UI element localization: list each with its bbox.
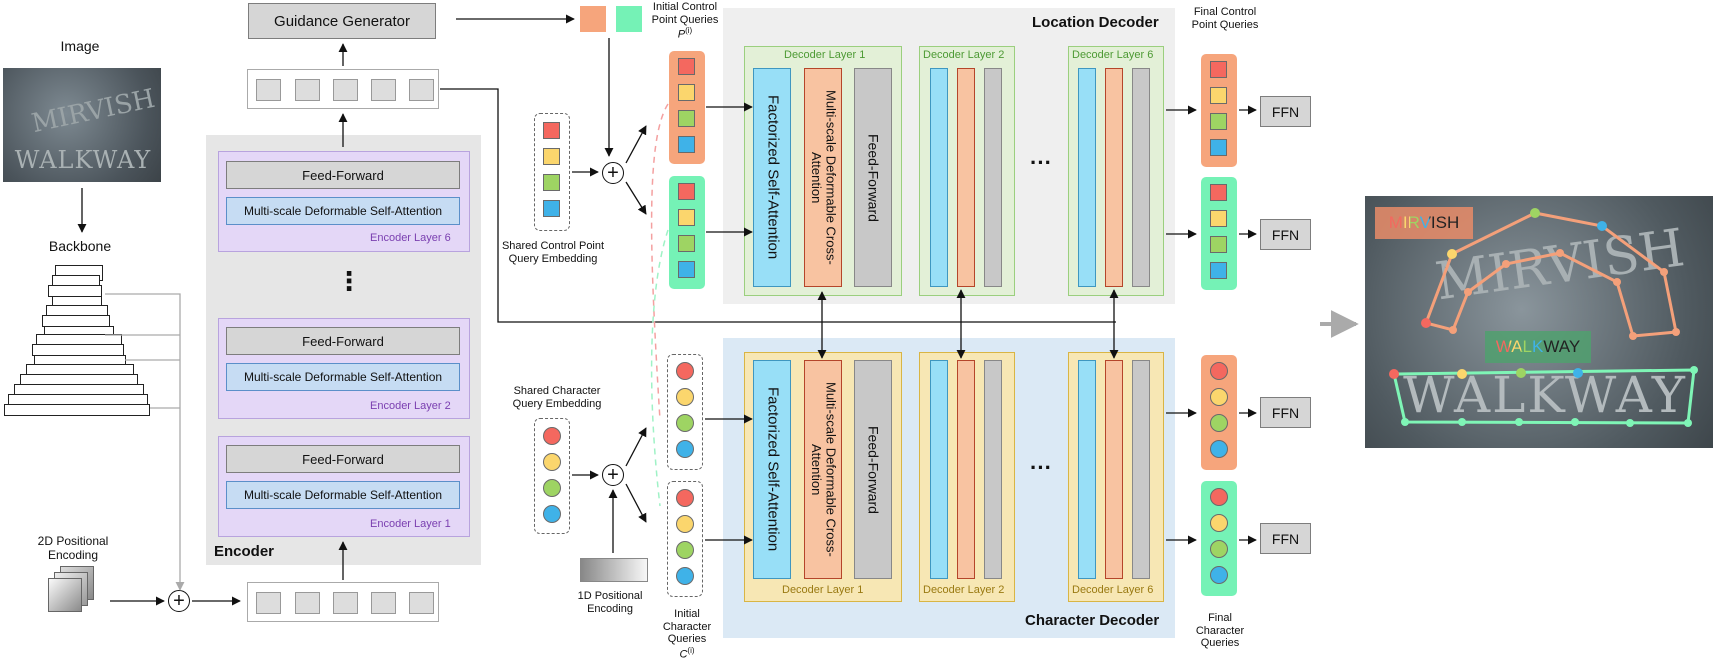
loc-layer1-fsa xyxy=(753,68,791,287)
encoder-layer-1-ff: Feed-Forward xyxy=(226,445,460,473)
result-image: MIRVISH WALKWAY MIRVISH WALKWAY xyxy=(1365,196,1713,448)
loc-layer1-msdca xyxy=(804,68,842,287)
ffn-1: FFN xyxy=(1260,96,1311,127)
encoder-layer-2-label: Encoder Layer 2 xyxy=(370,400,451,412)
ffn-3: FFN xyxy=(1260,397,1311,428)
encoder-layer-1-attn: Multi-scale Deformable Self-Attention xyxy=(226,481,460,509)
encoder-input-tokens xyxy=(247,582,439,622)
init-char-label-text: Initial Character Queries xyxy=(662,608,712,646)
init-control-label-text: Initial Control Point Queries xyxy=(651,1,719,26)
image-label: Image xyxy=(60,38,100,54)
char-layer1-msdca-text: Multi-scale Deformable Cross-Attention xyxy=(809,382,839,557)
result-annotations xyxy=(1389,208,1698,427)
shared-control-label: Shared Control Point Query Embedding xyxy=(501,240,605,265)
char-decoder-dots: ··· xyxy=(1030,455,1052,480)
result-bg-text-bottom: WALKWAY xyxy=(1403,366,1687,424)
char-decoder-layer-1-label: Decoder Layer 1 xyxy=(782,584,864,596)
add-symbol-char: + xyxy=(602,464,624,486)
init-control-label: Initial Control Point Queries P(i) xyxy=(645,1,725,42)
result-word2: WALKWAY xyxy=(1495,337,1581,356)
char-layer1-fsa-text: Factorized Self-Attention xyxy=(764,387,782,552)
init-char-symbol: C xyxy=(679,648,688,661)
loc-layer1-fsa-text: Factorized Self-Attention xyxy=(764,95,782,260)
init-char-label: Initial Character Queries C(i) xyxy=(660,608,714,661)
loc-layer1-msdca-text: Multi-scale Deformable Cross-Attention xyxy=(809,90,839,265)
final-control-label: Final Control Point Queries xyxy=(1191,6,1259,31)
input-image: MIRVISH WALKWAY xyxy=(3,68,161,182)
encoder-layer-6-label: Encoder Layer 6 xyxy=(370,232,451,244)
char-query-group-2 xyxy=(667,481,703,597)
encoder-layer-2-attn: Multi-scale Deformable Self-Attention xyxy=(226,363,460,391)
pos-enc-1d-icon xyxy=(580,558,648,582)
guidance-generator: Guidance Generator xyxy=(248,3,436,39)
encoder-title: Encoder xyxy=(214,543,275,560)
init-control-sup: (i) xyxy=(685,26,693,36)
ffn-2: FFN xyxy=(1260,219,1311,250)
ffn-4: FFN xyxy=(1260,523,1311,554)
char-layer1-msdca xyxy=(804,360,842,579)
char-layer1-ff-text: Feed-Forward xyxy=(865,425,882,514)
encoder-layer-6-attn: Multi-scale Deformable Self-Attention xyxy=(226,197,460,225)
encoder-ellipsis: ⋮ xyxy=(336,266,362,296)
add-symbol-control: + xyxy=(602,162,624,184)
char-decoder-layer-2-label: Decoder Layer 2 xyxy=(923,584,1005,596)
result-label-walkway: WALKWAY xyxy=(1485,331,1591,363)
final-char-label: Final Character Queries xyxy=(1195,612,1245,650)
loc-layer1-ff-text: Feed-Forward xyxy=(865,133,882,222)
loc-decoder-layer-6-label: Decoder Layer 6 xyxy=(1072,49,1154,61)
image-text-bottom: WALKWAY xyxy=(14,146,152,174)
backbone-label: Backbone xyxy=(48,238,112,254)
shared-char-label: Shared Character Query Embedding xyxy=(512,385,602,410)
result-label-mirvish: MIRVISH xyxy=(1375,207,1473,239)
pos-enc-2d-label: 2D Positional Encoding xyxy=(37,534,109,562)
encoder-output-tokens xyxy=(247,69,439,109)
loc-decoder-layer-1-label: Decoder Layer 1 xyxy=(784,49,866,61)
encoder-layer-2-ff: Feed-Forward xyxy=(226,327,460,355)
encoder-layer-6-ff: Feed-Forward xyxy=(226,161,460,189)
encoder-layer-1-label: Encoder Layer 1 xyxy=(370,518,451,530)
location-decoder-title: Location Decoder xyxy=(1032,14,1159,31)
char-layer1-fsa xyxy=(753,360,791,579)
shared-char-embedding xyxy=(534,418,570,534)
char-decoder-layer-6-label: Decoder Layer 6 xyxy=(1072,584,1154,596)
init-control-symbol: P xyxy=(677,28,686,41)
loc-decoder-layer-2-label: Decoder Layer 2 xyxy=(923,49,1005,61)
loc-decoder-dots: ··· xyxy=(1030,150,1052,175)
init-control-orange xyxy=(580,6,606,32)
char-query-group-1 xyxy=(667,354,703,470)
loc-layer1-ff xyxy=(854,68,892,287)
init-control-teal xyxy=(616,6,642,32)
char-layer1-ff xyxy=(854,360,892,579)
shared-control-embedding xyxy=(534,113,570,231)
result-word1: MIRVISH xyxy=(1388,213,1460,232)
character-decoder-title: Character Decoder xyxy=(1025,612,1160,629)
pos-enc-1d-label: 1D Positional Encoding xyxy=(577,590,643,615)
